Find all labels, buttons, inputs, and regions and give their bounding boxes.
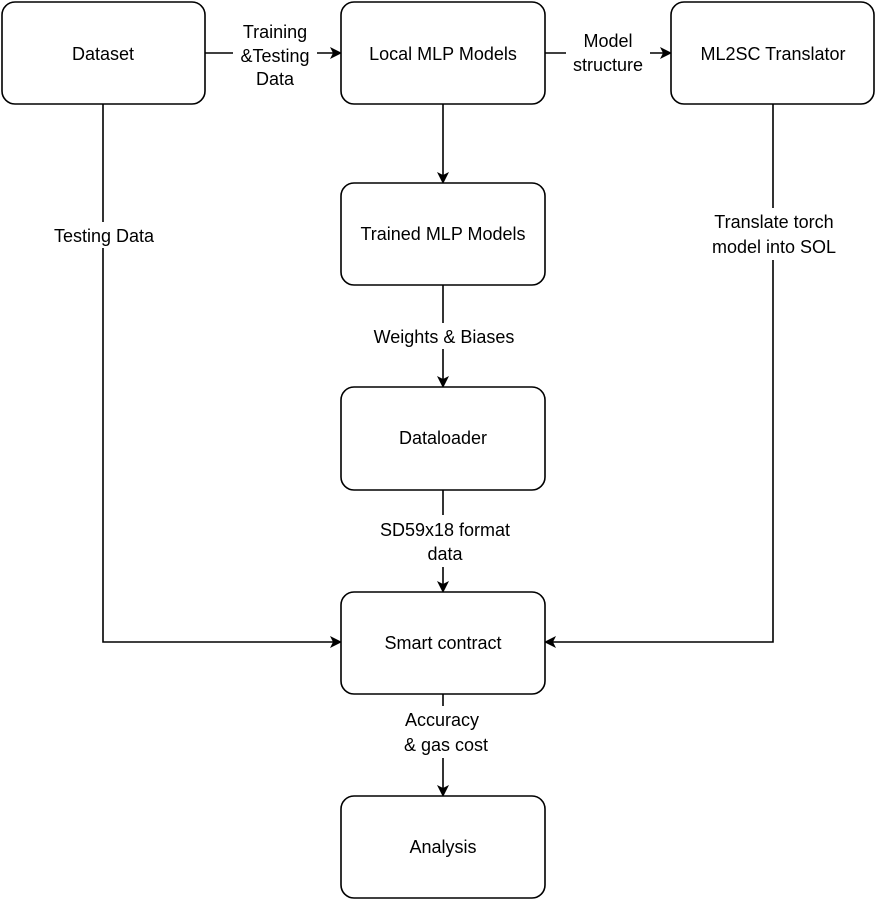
node-dataloader: Dataloader — [340, 386, 546, 491]
label-line-1: Testing Data — [54, 226, 155, 246]
label-line-2: data — [427, 544, 463, 564]
label-line-3: Data — [256, 69, 295, 89]
node-ml2sc-translator-box — [670, 1, 875, 105]
label-background — [233, 20, 317, 88]
node-trained-mlp-models-box — [340, 182, 546, 286]
label-background — [46, 222, 162, 248]
label-background — [394, 706, 498, 758]
label-line-2: & gas cost — [404, 735, 488, 755]
node-dataset-box — [1, 1, 206, 105]
node-ml2sc-translator-label: ML2SC Translator — [700, 44, 845, 64]
label-contract-to-analysis: Accuracy & gas cost — [394, 706, 498, 758]
node-dataloader-box — [340, 386, 546, 491]
node-smart-contract-box — [340, 591, 546, 695]
label-background — [700, 208, 848, 260]
node-local-mlp-models-label: Local MLP Models — [369, 44, 517, 64]
node-smart-contract: Smart contract — [340, 591, 546, 695]
label-trained-to-dataloader: Weights & Biases — [362, 323, 526, 349]
label-background — [368, 515, 522, 567]
label-line-1: Translate torch — [714, 212, 833, 232]
node-analysis-label: Analysis — [409, 837, 476, 857]
node-trained-mlp-models-label: Trained MLP Models — [360, 224, 525, 244]
label-line-1: SD59x18 format — [380, 520, 510, 540]
node-dataset-label: Dataset — [72, 44, 134, 64]
node-analysis-box — [340, 795, 546, 899]
label-line-1: Accuracy — [405, 710, 479, 730]
node-local-mlp-models: Local MLP Models — [340, 1, 546, 105]
label-line-2: structure — [573, 55, 643, 75]
label-line-1: Training — [243, 22, 307, 42]
label-translator-to-contract: Translate torch model into SOL — [700, 208, 848, 260]
node-local-mlp-models-box — [340, 1, 546, 105]
label-background — [566, 29, 650, 77]
label-line-1: Model — [583, 31, 632, 51]
node-smart-contract-label: Smart contract — [384, 633, 501, 653]
label-line-1: Weights & Biases — [374, 327, 515, 347]
node-trained-mlp-models: Trained MLP Models — [340, 182, 546, 286]
label-dataset-to-local: Training &Testing Data — [233, 20, 317, 89]
node-analysis: Analysis — [340, 795, 546, 899]
label-dataloader-to-contract: SD59x18 format data — [368, 515, 522, 567]
label-line-2: model into SOL — [712, 237, 836, 257]
label-dataset-to-contract: Testing Data — [46, 222, 162, 248]
edge-dataset-to-contract — [102, 104, 342, 648]
label-local-to-translator: Model structure — [566, 29, 650, 77]
node-ml2sc-translator: ML2SC Translator — [670, 1, 875, 105]
node-dataloader-label: Dataloader — [399, 428, 487, 448]
label-background — [362, 323, 526, 349]
label-line-2: &Testing — [240, 46, 309, 66]
edge-translator-to-contract — [544, 104, 774, 648]
node-dataset: Dataset — [1, 1, 206, 105]
